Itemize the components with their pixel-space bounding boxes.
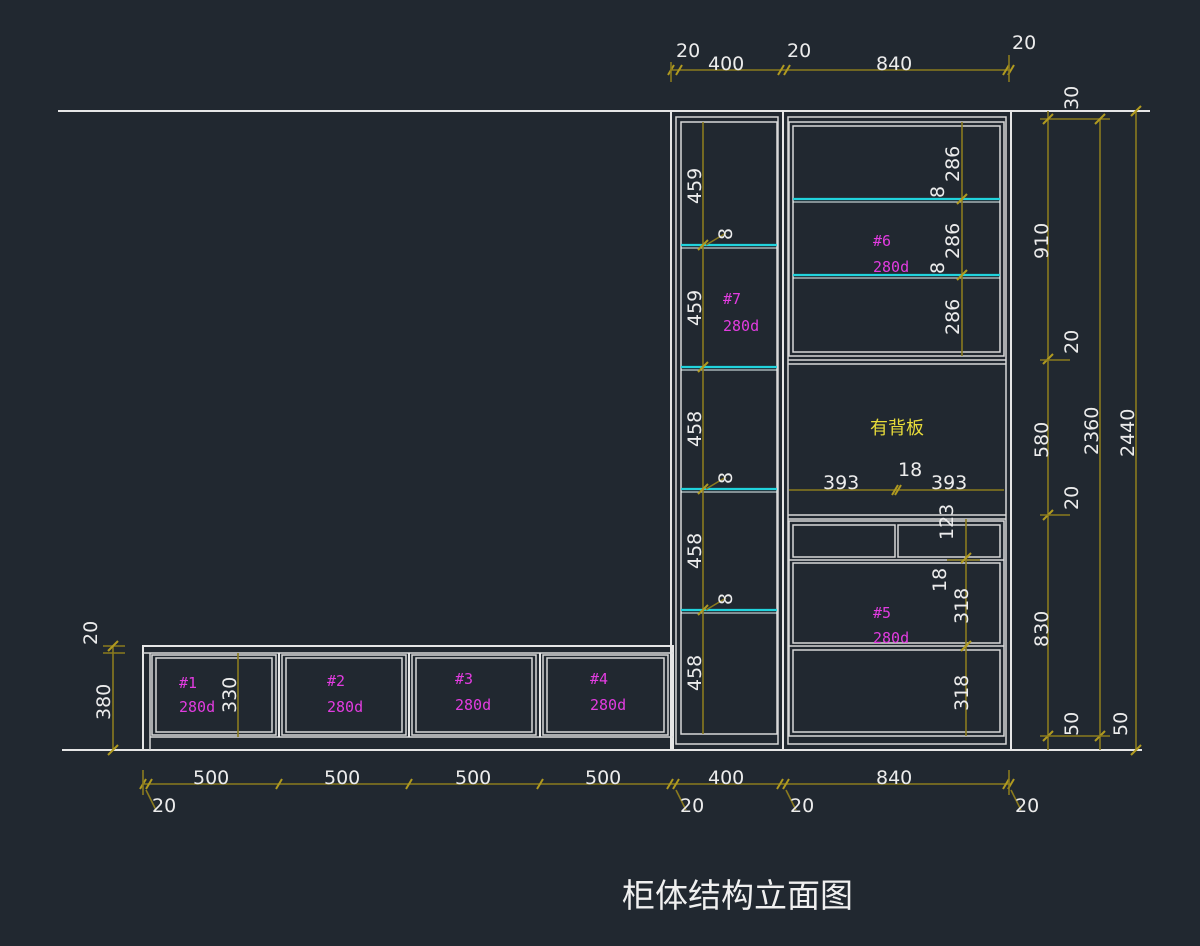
bottom-drawer-3: 500 (455, 767, 491, 789)
unit-6-id: #6 (873, 232, 891, 250)
top-gap-left: 20 (676, 40, 700, 62)
col6-shelf-1: 8 (927, 186, 949, 198)
right-top: 30 (1061, 86, 1083, 110)
unit-7-id: #7 (723, 290, 741, 308)
drawing-title: 柜体结构立面图 (622, 876, 853, 915)
unit-3-id: #3 (455, 670, 473, 688)
bottom-gap-2: 20 (680, 795, 704, 817)
unit-4-id: #4 (590, 670, 608, 688)
top-gap-mid: 20 (787, 40, 811, 62)
low-height: 380 (93, 684, 115, 720)
unit-1-depth: 280d (179, 698, 215, 716)
unit-5-id: #5 (873, 604, 891, 622)
right-base: 50 (1061, 712, 1083, 736)
low-top-board: 20 (80, 621, 102, 645)
low-inner-height: 330 (219, 677, 241, 713)
dimension-lines (103, 55, 1142, 811)
col5-board: 18 (929, 568, 951, 592)
unit-2-id: #2 (327, 672, 345, 690)
unit-7-depth: 280d (723, 317, 759, 335)
col6-height-1: 286 (942, 146, 964, 182)
col7-height-2: 459 (684, 290, 706, 326)
col7-shelf-3: 8 (715, 593, 737, 605)
bottom-gap-4: 20 (1015, 795, 1039, 817)
bottom-right-col: 840 (876, 767, 912, 789)
bottom-drawer-4: 500 (585, 767, 621, 789)
unit-1-id: #1 (179, 674, 197, 692)
unit-4-depth: 280d (590, 696, 626, 714)
bottom-drawer-2: 500 (324, 767, 360, 789)
right-total: 2440 (1117, 409, 1139, 457)
unit-6-depth: 280d (873, 258, 909, 276)
right-base-2: 50 (1110, 712, 1132, 736)
col7-shelf-2: 8 (715, 472, 737, 484)
mid-left-width: 393 (823, 472, 859, 494)
right-gap-2: 20 (1061, 486, 1083, 510)
col7-height-1: 459 (684, 168, 706, 204)
col5-lower: 318 (951, 675, 973, 711)
top-width-right: 840 (876, 53, 912, 75)
bottom-gap-3: 20 (790, 795, 814, 817)
col6-height-2: 286 (942, 223, 964, 259)
mid-divider: 18 (898, 459, 922, 481)
mid-right-width: 393 (931, 472, 967, 494)
low-cabinet (142, 645, 674, 751)
unit-3-depth: 280d (455, 696, 491, 714)
col7-height-3: 458 (684, 411, 706, 447)
col5-drawer: 123 (936, 504, 958, 540)
col6-height-3: 286 (942, 299, 964, 335)
right-lower: 830 (1031, 611, 1053, 647)
top-gap-right: 20 (1012, 32, 1036, 54)
col7-height-5: 458 (684, 655, 706, 691)
col7-shelf-1: 8 (715, 228, 737, 240)
col7-height-4: 458 (684, 533, 706, 569)
tall-column-7 (670, 110, 784, 751)
right-inner-total: 2360 (1081, 407, 1103, 455)
right-middle: 580 (1031, 422, 1053, 458)
col5-upper: 318 (951, 588, 973, 624)
back-panel-note: 有背板 (870, 418, 924, 439)
bottom-drawer-1: 500 (193, 767, 229, 789)
top-width-left: 400 (708, 53, 744, 75)
unit-2-depth: 280d (327, 698, 363, 716)
right-column (782, 110, 1012, 751)
right-upper: 910 (1031, 223, 1053, 259)
unit-5-depth: 280d (873, 629, 909, 647)
right-gap-1: 20 (1061, 330, 1083, 354)
bottom-gap-1: 20 (152, 795, 176, 817)
bottom-tall-col: 400 (708, 767, 744, 789)
col6-shelf-2: 8 (927, 262, 949, 274)
